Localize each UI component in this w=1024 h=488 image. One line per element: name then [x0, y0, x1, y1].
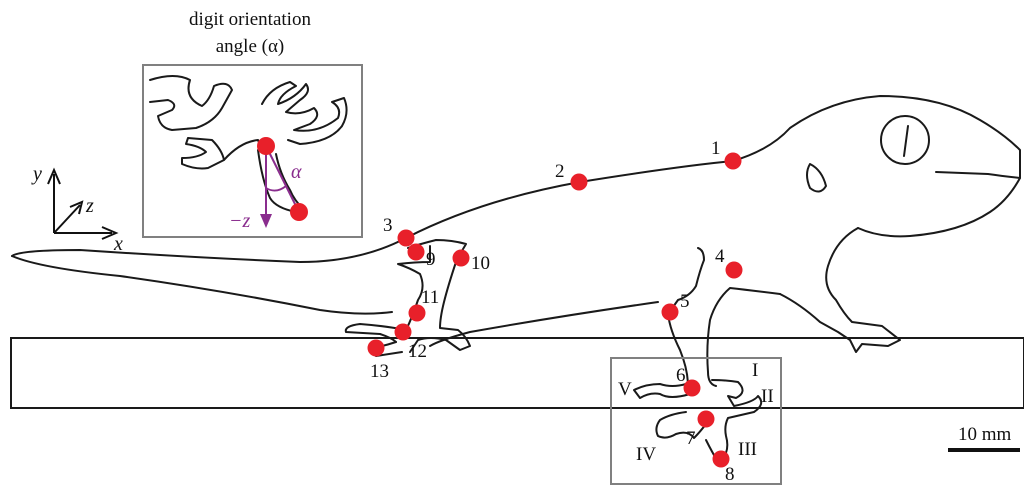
marker-label-3: 3	[383, 215, 393, 236]
digit-label-III: III	[738, 439, 757, 460]
inset-foot-outline	[149, 75, 348, 213]
marker-9	[407, 243, 425, 261]
marker-8	[712, 450, 730, 468]
marker-label-8: 8	[725, 464, 735, 485]
inset-negz-label: −z	[229, 210, 250, 232]
digit-label-V: V	[618, 379, 632, 400]
scale-bar-label: 10 mm	[958, 424, 1012, 445]
axis-y-label: y	[31, 163, 42, 185]
coordinate-axes: y z x	[31, 163, 123, 255]
marker-label-5: 5	[680, 291, 690, 312]
digit-label-I: I	[752, 360, 758, 381]
marker-label-11: 11	[421, 287, 439, 308]
marker-label-12: 12	[408, 341, 427, 362]
marker-10	[452, 249, 470, 267]
inset-angle-annotation: α −z	[229, 137, 308, 232]
inset-marker-tip	[290, 203, 308, 221]
gecko-outline	[11, 95, 1021, 463]
inset-title-line2: angle (α)	[216, 36, 285, 57]
inset-alpha-label: α	[291, 161, 302, 183]
marker-11	[408, 304, 426, 322]
digit-label-IV: IV	[636, 444, 656, 465]
axis-x-label: x	[113, 233, 123, 255]
inset-box	[142, 64, 363, 238]
marker-1	[724, 152, 742, 170]
inset-marker-top	[257, 137, 275, 155]
front-foot-box	[610, 357, 782, 485]
marker-4	[725, 261, 743, 279]
digit-label-II: II	[761, 386, 774, 407]
markers	[367, 152, 743, 468]
marker-7	[697, 410, 715, 428]
marker-label-6: 6	[676, 365, 686, 386]
substrate-beam	[10, 337, 1024, 409]
marker-2	[570, 173, 588, 191]
marker-6	[683, 379, 701, 397]
marker-label-10: 10	[471, 253, 490, 274]
marker-13	[367, 339, 385, 357]
marker-label-1: 1	[711, 138, 721, 159]
marker-label-9: 9	[426, 249, 436, 270]
marker-labels: 1 2 3 4 5 6 7 8 9 10 11 12 13	[370, 138, 735, 485]
marker-label-4: 4	[715, 246, 725, 267]
marker-label-13: 13	[370, 361, 389, 382]
marker-label-2: 2	[555, 161, 565, 182]
inset-title-line1: digit orientation	[189, 9, 311, 30]
marker-5	[661, 303, 679, 321]
marker-3	[397, 229, 415, 247]
marker-12	[394, 323, 412, 341]
axis-z-label: z	[85, 195, 94, 217]
marker-label-7: 7	[686, 428, 696, 449]
